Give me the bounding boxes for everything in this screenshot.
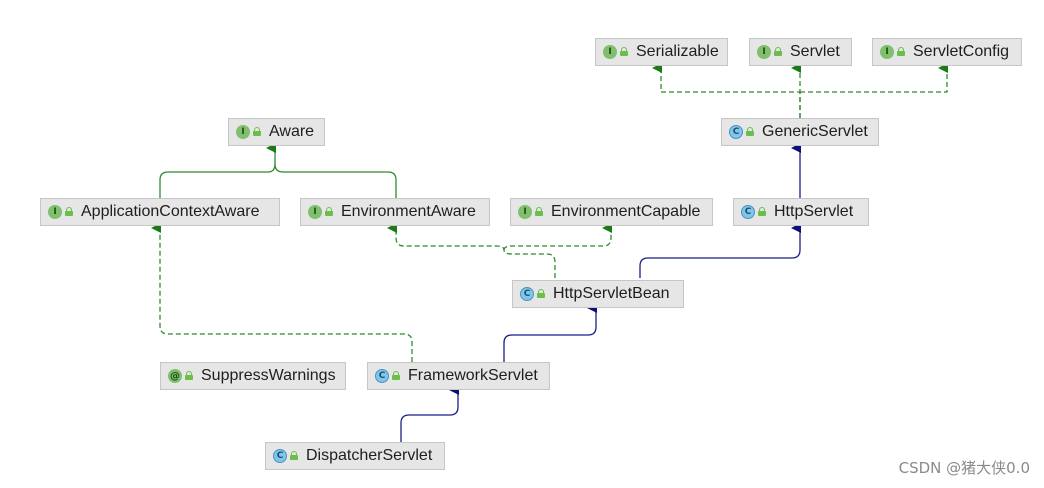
node-label: GenericServlet	[762, 123, 868, 140]
class-icon: C	[520, 287, 534, 301]
node-aware[interactable]: I Aware	[228, 118, 325, 146]
interface-icon: I	[757, 45, 771, 59]
node-serializable[interactable]: I Serializable	[595, 38, 728, 66]
node-dispatcherservlet[interactable]: C DispatcherServlet	[265, 442, 445, 470]
edge-applicationcontextaware-aware	[159, 143, 276, 198]
lock-icon	[897, 47, 905, 56]
annotation-icon: @	[168, 369, 182, 383]
node-label: ApplicationContextAware	[81, 203, 260, 220]
node-label: EnvironmentAware	[341, 203, 476, 220]
lock-icon	[65, 207, 73, 216]
node-label: Aware	[269, 123, 315, 140]
edge-httpservletbean-environmentcapable	[503, 223, 612, 251]
interface-icon: I	[880, 45, 894, 59]
node-frameworkservlet[interactable]: C FrameworkServlet	[367, 362, 550, 390]
class-icon: C	[375, 369, 389, 383]
lock-icon	[392, 371, 400, 380]
lock-icon	[774, 47, 782, 56]
class-icon: C	[729, 125, 743, 139]
lock-icon	[325, 207, 333, 216]
lock-icon	[746, 127, 754, 136]
class-icon: C	[741, 205, 755, 219]
node-servletconfig[interactable]: I ServletConfig	[872, 38, 1022, 66]
node-label: FrameworkServlet	[408, 367, 538, 384]
lock-icon	[290, 451, 298, 460]
lock-icon	[758, 207, 766, 216]
node-label: ServletConfig	[913, 43, 1010, 60]
interface-icon: I	[308, 205, 322, 219]
interface-icon: I	[518, 205, 532, 219]
node-environmentaware[interactable]: I EnvironmentAware	[300, 198, 490, 226]
edge-httpservletbean-environmentaware	[387, 223, 556, 278]
node-environmentcapable[interactable]: I EnvironmentCapable	[510, 198, 713, 226]
edge-frameworkservlet-httpservletbean	[503, 303, 597, 362]
lock-icon	[253, 127, 261, 136]
lock-icon	[535, 207, 543, 216]
node-label: HttpServlet	[774, 203, 854, 220]
node-label: Serializable	[636, 43, 719, 60]
interface-icon: I	[603, 45, 617, 59]
interface-icon: I	[236, 125, 250, 139]
node-servlet[interactable]: I Servlet	[749, 38, 852, 66]
node-applicationcontextaware[interactable]: I ApplicationContextAware	[40, 198, 280, 226]
edge-genericservlet-servletconfig	[800, 63, 948, 93]
class-icon: C	[273, 449, 287, 463]
interface-icon: I	[48, 205, 62, 219]
watermark: CSDN @猪大侠0.0	[898, 459, 1030, 477]
edge-dispatcherservlet-frameworkservlet	[400, 385, 459, 442]
node-httpservletbean[interactable]: C HttpServletBean	[512, 280, 684, 308]
edge-environmentaware-aware	[274, 163, 397, 198]
lock-icon	[620, 47, 628, 56]
node-suppresswarnings[interactable]: @ SuppressWarnings	[160, 362, 346, 390]
edge-httpservletbean-httpservlet	[639, 223, 801, 278]
node-httpservlet[interactable]: C HttpServlet	[733, 198, 869, 226]
node-label: Servlet	[790, 43, 840, 60]
edge-frameworkservlet-applicationcontextaware	[151, 223, 413, 362]
lock-icon	[185, 371, 193, 380]
lock-icon	[537, 289, 545, 298]
node-label: SuppressWarnings	[201, 367, 336, 384]
node-label: HttpServletBean	[553, 285, 670, 302]
edge-genericservlet-serializable	[652, 63, 801, 118]
node-label: DispatcherServlet	[306, 447, 433, 464]
node-label: EnvironmentCapable	[551, 203, 701, 220]
node-genericservlet[interactable]: C GenericServlet	[721, 118, 879, 146]
